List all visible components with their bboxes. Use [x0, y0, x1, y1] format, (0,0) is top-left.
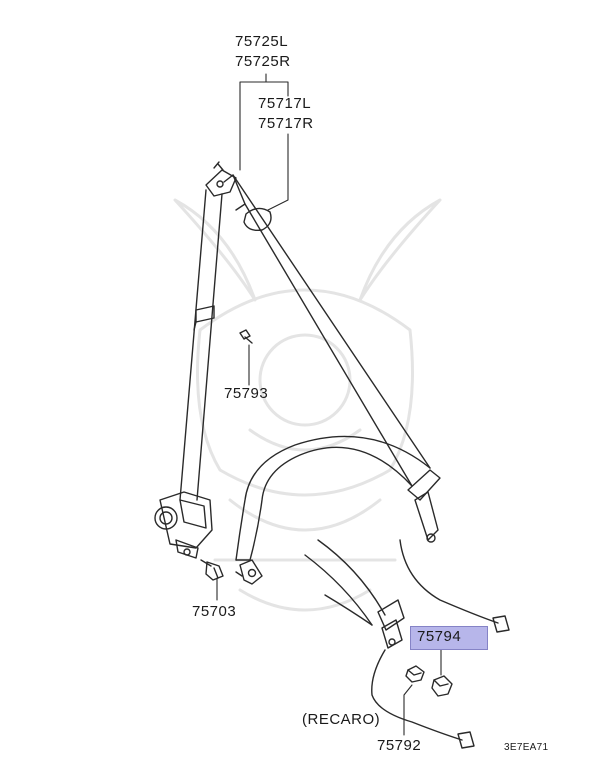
nut-75792: [405, 665, 425, 683]
recaro-label: (RECARO): [302, 711, 381, 728]
diagram-code: 3E7EA71: [504, 742, 549, 753]
part-label-75717L[interactable]: 75717L: [258, 95, 312, 112]
part-label-75717R[interactable]: 75717R: [258, 115, 314, 132]
upper-anchor: [205, 161, 237, 197]
vertical-belt: [179, 189, 223, 501]
part-label-75703[interactable]: 75703: [192, 603, 237, 620]
shoulder-guide-75717: [243, 207, 272, 232]
part-label-75793[interactable]: 75793: [224, 385, 269, 402]
watermark-emblem: [173, 198, 442, 612]
part-label-75725R[interactable]: 75725R: [235, 53, 291, 70]
bolt-75703: [200, 559, 224, 581]
part-label-75725L[interactable]: 75725L: [235, 33, 289, 50]
right-anchor: [399, 469, 510, 633]
retractor: [154, 491, 213, 559]
bolt-75793: [239, 329, 253, 344]
nut-75794: [431, 675, 453, 697]
shoulder-belt: [223, 174, 431, 487]
highlight-box-75794: [410, 626, 488, 650]
leader-lines: [216, 73, 442, 736]
recaro-belt: [304, 539, 475, 749]
lap-belt: [235, 435, 431, 561]
part-label-75794[interactable]: 75794: [417, 628, 462, 645]
lap-anchor: [235, 559, 263, 585]
part-label-75792[interactable]: 75792: [377, 737, 422, 754]
